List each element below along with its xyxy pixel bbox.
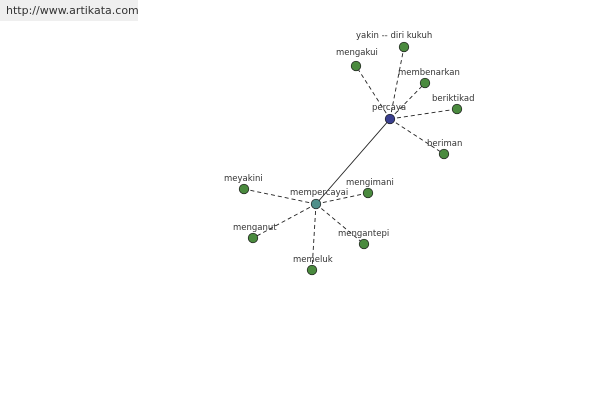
node-menganut[interactable] [247, 232, 259, 244]
node-mengantepi[interactable] [358, 238, 370, 250]
node-label-beriktikad[interactable]: beriktikad [432, 94, 474, 104]
node-label-meyakini[interactable]: meyakini [224, 174, 263, 184]
edge-percaya-beriman [389, 118, 445, 155]
source-url[interactable]: http://www.artikata.com [0, 0, 139, 21]
node-mempercayai[interactable] [310, 198, 322, 210]
node-label-percaya[interactable]: percaya [372, 103, 406, 113]
node-label-memeluk[interactable]: memeluk [293, 255, 333, 265]
node-mengimani[interactable] [362, 187, 374, 199]
node-mengakui[interactable] [350, 60, 362, 72]
edge-percaya-mempercayai [315, 118, 391, 205]
node-beriman[interactable] [438, 148, 450, 160]
edge-percaya-yakin-diri-kukuh [389, 46, 405, 120]
nodes-layer [238, 41, 463, 276]
node-label-menganut[interactable]: menganut [233, 223, 277, 233]
edge-mempercayai-mengantepi [315, 203, 365, 245]
node-label-mengimani[interactable]: mengimani [346, 178, 394, 188]
node-membenarkan[interactable] [419, 77, 431, 89]
edge-mempercayai-mengimani [315, 192, 369, 205]
node-label-mempercayai[interactable]: mempercayai [290, 188, 348, 198]
edge-percaya-beriktikad [389, 108, 458, 120]
edge-mempercayai-menganut [252, 203, 317, 239]
node-label-mengakui[interactable]: mengakui [336, 48, 378, 58]
node-label-membenarkan[interactable]: membenarkan [398, 68, 460, 78]
edges-layer [243, 46, 458, 271]
node-beriktikad[interactable] [451, 103, 463, 115]
node-label-beriman[interactable]: beriman [427, 139, 462, 149]
edge-mempercayai-meyakini [243, 188, 317, 205]
node-yakin-diri-kukuh[interactable] [398, 41, 410, 53]
node-percaya[interactable] [384, 113, 396, 125]
edge-percaya-mengakui [355, 65, 391, 120]
node-label-yakin-diri-kukuh[interactable]: yakin -- diri kukuh [356, 31, 432, 41]
node-meyakini[interactable] [238, 183, 250, 195]
edge-percaya-membenarkan [389, 82, 426, 120]
node-label-mengantepi[interactable]: mengantepi [338, 229, 389, 239]
node-memeluk[interactable] [306, 264, 318, 276]
labels-layer: percaya mempercayai yakin -- diri kukuh men… [224, 31, 474, 265]
